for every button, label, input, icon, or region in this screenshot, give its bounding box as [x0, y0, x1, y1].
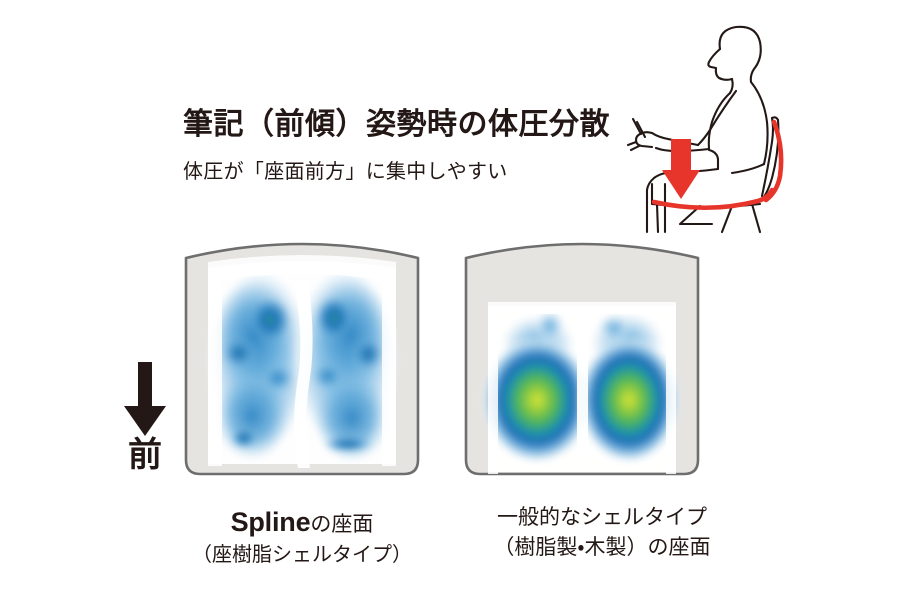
caption-spline: Splineの座面 （座樹脂シェルタイプ）	[152, 503, 452, 570]
caption-brand: Spline	[230, 507, 311, 537]
direction-label: 前	[128, 436, 162, 474]
person-writing-on-chair-illustration	[612, 18, 888, 234]
caption-line-2: （座樹脂シェルタイプ）	[192, 544, 412, 567]
page-subtitle: 体圧が「座面前方」に集中しやすい	[183, 161, 508, 183]
caption-line-1: 一般的なシェルタイプ	[497, 506, 707, 529]
caption-general-shell: 一般的なシェルタイプ （樹脂製・木製）の座面	[452, 503, 752, 563]
heatmap-panel-general-shell	[462, 228, 702, 478]
arrow-down-icon	[108, 362, 182, 438]
caption-brand-suffix: の座面	[310, 513, 374, 536]
caption-line-2: （樹脂製・木製）の座面	[493, 535, 711, 559]
heatmap-panel-spline	[182, 228, 422, 478]
page-title: 筆記（前傾）姿勢時の体圧分散	[183, 108, 610, 141]
caption-line-1: Splineの座面	[152, 503, 452, 541]
pressure-arrow-icon	[662, 139, 700, 199]
